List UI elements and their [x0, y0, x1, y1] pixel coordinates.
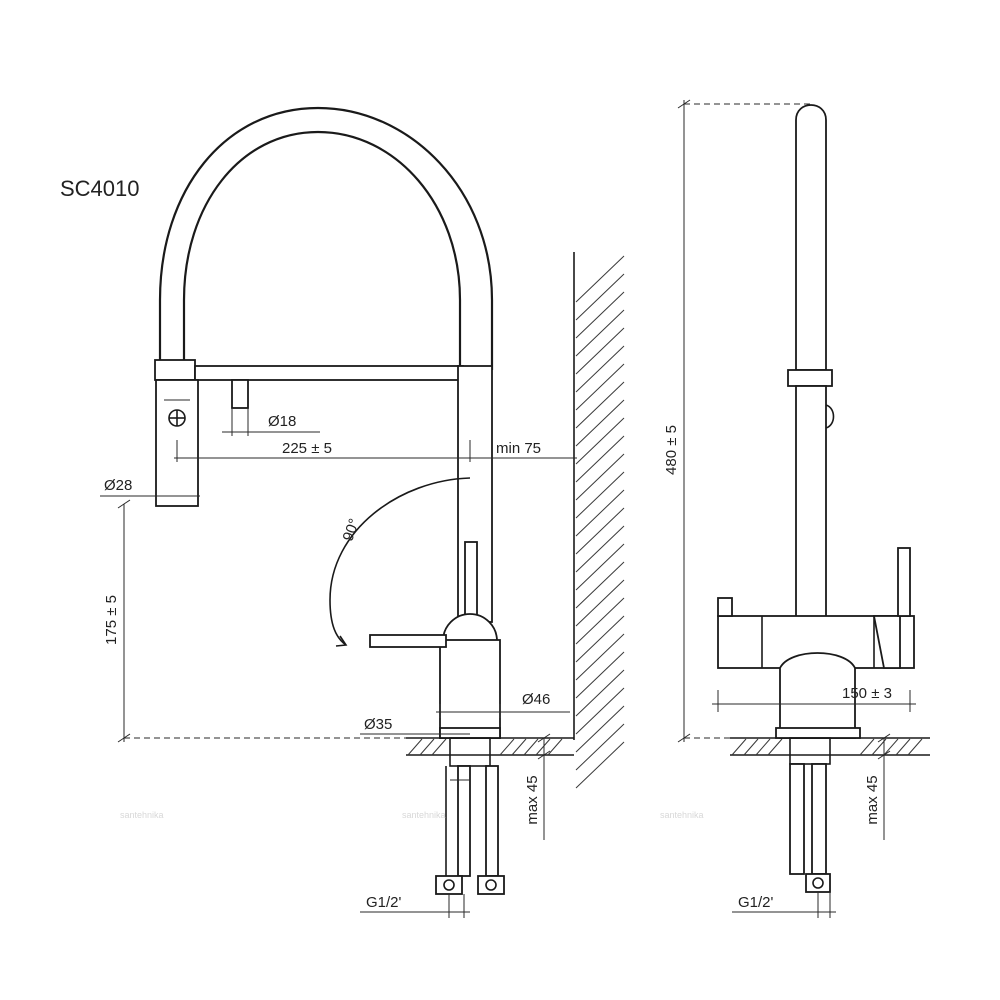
faucet-body: [369, 365, 501, 739]
watermark-1: santehnika: [120, 810, 164, 820]
hatch-line: [575, 291, 625, 339]
hatch-line: [575, 615, 625, 663]
hatch-line: [575, 561, 625, 609]
watermark-2: santehnika: [402, 810, 446, 820]
hatch-line: [575, 507, 625, 555]
rotation-arc: 90°: [329, 477, 471, 647]
base-diameter-label: Ø46: [522, 691, 550, 708]
side-spout: [787, 104, 835, 623]
hatch-line: [547, 738, 563, 756]
hatch-line: [431, 738, 447, 756]
hatch-line: [575, 525, 625, 573]
hatch-line: [859, 738, 875, 756]
hatch-line: [575, 273, 625, 321]
head-height-label: 175 ± 5: [103, 595, 120, 645]
max-thickness-side-label: max 45: [864, 775, 881, 824]
hatch-line: [535, 738, 551, 756]
hatch-line: [407, 738, 423, 756]
hatch-line: [755, 738, 771, 756]
hatch-line: [523, 738, 539, 756]
watermarks: santehnika santehnika santehnika: [120, 810, 704, 820]
mounting-hoses: [435, 727, 505, 895]
hatch-line: [575, 687, 625, 735]
hatch-line: [419, 738, 435, 756]
thread-front-label: G1/2': [366, 894, 402, 911]
mount-diameter-label: Ø35: [364, 716, 392, 733]
hatch-line: [511, 738, 527, 756]
spray-arm: [154, 359, 464, 409]
hatch-line: [575, 255, 625, 303]
hatch-line: [731, 738, 747, 756]
hatch-line: [575, 489, 625, 537]
hatch-line: [575, 309, 625, 357]
hatch-line: [575, 363, 625, 411]
hatch-line: [575, 471, 625, 519]
wall-clearance-label: min 75: [496, 440, 541, 457]
front-dimensions: Ø18 225 ± 5 min 75 Ø28 175 ± 5 Ø46 Ø35: [100, 408, 577, 918]
hatch-line: [575, 723, 625, 771]
hatch-line: [575, 453, 625, 501]
side-dimensions: 480 ± 5 150 ± 3 max 45 G1/2': [663, 99, 916, 918]
hatch-line: [575, 705, 625, 753]
hatch-line: [767, 738, 783, 756]
hatch-line: [575, 381, 625, 429]
hatch-line: [575, 741, 625, 789]
angle-label: 90°: [340, 516, 364, 543]
side-view: 480 ± 5 150 ± 3 max 45 G1/2': [663, 99, 930, 918]
hatch-line: [575, 669, 625, 717]
total-height-label: 480 ± 5: [663, 425, 680, 475]
spray-diameter-label: Ø18: [268, 413, 296, 430]
hatch-line: [499, 738, 515, 756]
hatch-line: [575, 633, 625, 681]
hatch-line: [743, 738, 759, 756]
hatch-line: [575, 327, 625, 375]
hatch-line: [907, 738, 923, 756]
hatch-line: [575, 417, 625, 465]
hatch-line: [575, 651, 625, 699]
side-hoses: [775, 727, 861, 893]
body-width-label: 150 ± 3: [842, 685, 892, 702]
hatch-line: [895, 738, 911, 756]
hatch-line: [575, 345, 625, 393]
goose-neck-hose: [158, 106, 494, 370]
head-diameter-label: Ø28: [104, 477, 132, 494]
wall-hatch: [573, 252, 625, 789]
front-view: SC4010: [60, 106, 625, 918]
watermark-3: santehnika: [660, 810, 704, 820]
max-thickness-front-label: max 45: [524, 775, 541, 824]
model-label: SC4010: [60, 176, 140, 201]
hatch-line: [575, 399, 625, 447]
hatch-line: [575, 435, 625, 483]
reach-label: 225 ± 5: [282, 440, 332, 457]
side-body: [717, 547, 915, 739]
hatch-line: [883, 738, 899, 756]
thread-side-label: G1/2': [738, 894, 774, 911]
hatch-line: [575, 597, 625, 645]
hatch-line: [575, 543, 625, 591]
hatch-line: [575, 579, 625, 627]
